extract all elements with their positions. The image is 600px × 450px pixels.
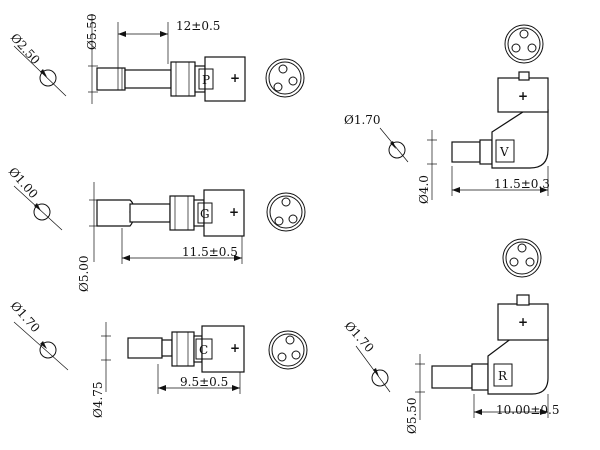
connector-g-body: G + bbox=[96, 189, 245, 237]
connector-g-group: Ø1.00 Ø5.00 11.5±0.5 G + bbox=[6, 165, 306, 292]
connector-c-group: Ø1.70 Ø4.75 9.5±0.5 C + bbox=[8, 299, 308, 418]
connector-g-hole-section: Ø1.00 bbox=[6, 165, 63, 231]
connector-r-front-view bbox=[502, 238, 542, 278]
connector-g-front-view bbox=[266, 192, 306, 232]
connector-r-letter: R bbox=[498, 369, 508, 383]
connector-p-outer-dia: Ø5.50 bbox=[85, 13, 99, 50]
connector-g-length: 11.5±0.5 bbox=[182, 245, 238, 259]
connector-c-plus: + bbox=[230, 341, 240, 355]
connector-c-length: 9.5±0.5 bbox=[180, 375, 228, 389]
connector-c-hole-section: Ø1.70 bbox=[8, 299, 69, 371]
connector-c-front-view bbox=[268, 330, 308, 370]
connector-v-front-view bbox=[504, 24, 544, 64]
connector-r-body: R + bbox=[431, 294, 549, 395]
connector-p-hole-dia: Ø2.50 bbox=[8, 31, 43, 68]
connector-r-outer-dia: Ø5.50 bbox=[405, 397, 419, 434]
connector-v-hole-section: Ø1.70 bbox=[344, 113, 409, 163]
connector-p-length: 12±0.5 bbox=[176, 19, 220, 33]
connector-p-front-view bbox=[265, 58, 305, 98]
connector-g-letter: G bbox=[200, 207, 210, 221]
connector-c-letter: C bbox=[199, 343, 208, 357]
connector-c-outer-dia: Ø4.75 bbox=[91, 381, 105, 418]
connector-r-hole-dia: Ø1.70 bbox=[342, 319, 377, 356]
connector-v-outer-dia: Ø4.0 bbox=[417, 175, 431, 204]
connector-v-plus: + bbox=[518, 89, 528, 103]
connector-p-group: Ø2.50 Ø5.50 12±0.5 P + bbox=[8, 13, 305, 104]
connector-v-length: 11.5±0.3 bbox=[494, 177, 550, 191]
connector-c-hole-dia: Ø1.70 bbox=[8, 299, 43, 336]
connector-p-plus: + bbox=[230, 71, 240, 85]
connector-c-body: C + bbox=[127, 325, 245, 373]
connector-r-length: 10.00±0.5 bbox=[496, 403, 560, 417]
connector-v-hole-dia: Ø1.70 bbox=[344, 113, 381, 127]
connector-g-outer-dia: Ø5.00 bbox=[77, 255, 91, 292]
connector-v-letter: V bbox=[499, 145, 509, 159]
connector-v-body: V + bbox=[451, 71, 549, 169]
connector-g-plus: + bbox=[229, 205, 239, 219]
connector-v-group: Ø1.70 Ø4.0 11.5±0.3 V + bbox=[344, 24, 550, 204]
connector-g-hole-dia: Ø1.00 bbox=[6, 165, 41, 202]
connector-r-plus: + bbox=[518, 315, 528, 329]
connector-p-letter: P bbox=[202, 73, 210, 87]
connector-r-hole-section: Ø1.70 bbox=[342, 319, 391, 393]
connector-r-group: Ø1.70 Ø5.50 10.00±0.5 R + bbox=[342, 238, 560, 434]
connector-p-hole-section: Ø2.50 bbox=[8, 31, 67, 97]
connector-p-body: P + bbox=[96, 56, 246, 102]
